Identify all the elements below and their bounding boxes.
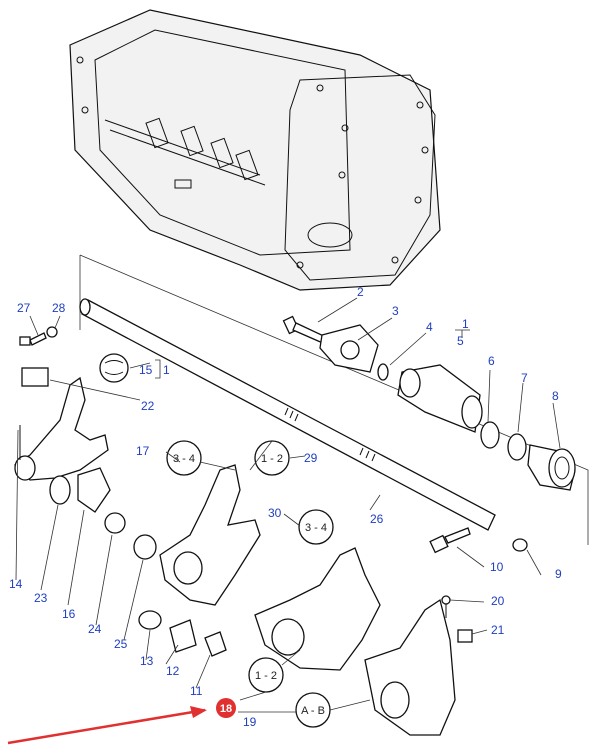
plate-22 [21, 367, 49, 387]
part-number: 16 [62, 607, 76, 621]
part-number: 10 [490, 560, 504, 574]
bracket-5 [455, 329, 470, 338]
part-number: 12 [166, 664, 180, 678]
bush-24 [104, 512, 126, 534]
part-number: 1 [163, 363, 170, 377]
washer-9 [512, 538, 528, 552]
part-number: 28 [52, 301, 66, 315]
highlighted-part-18: 18 [216, 698, 236, 718]
fork-14 [13, 376, 109, 481]
group-circle-3-4-top: 3 - 4 [166, 440, 202, 476]
part-number: 17 [136, 444, 150, 458]
plug-13 [138, 610, 162, 630]
piston-5 [397, 364, 483, 433]
highlight-label: 18 [220, 703, 232, 715]
part-number: 8 [552, 389, 559, 403]
shift-pattern-icon [99, 353, 129, 383]
group-circle-1-2-top: 1 - 2 [254, 440, 290, 476]
group-circle-3-4-mid: 3 - 4 [298, 509, 334, 545]
bracket-15 [155, 359, 161, 379]
part-number: 13 [140, 654, 154, 668]
part-number: 2 [357, 285, 364, 299]
part-number: 30 [268, 506, 282, 520]
ring-4 [377, 363, 389, 381]
part-number: 27 [17, 301, 31, 315]
group-circle-1-2-bottom: 1 - 2 [248, 657, 284, 693]
part-number: 1 [462, 317, 469, 331]
highlight-arrow [7, 706, 207, 745]
group-label: A - B [301, 705, 325, 717]
fork-19 [364, 598, 456, 736]
washer-28 [46, 326, 58, 338]
bolt-27 [19, 332, 47, 346]
part-number: 6 [488, 354, 495, 368]
bolt-10 [429, 527, 471, 554]
group-label: 1 - 2 [255, 670, 277, 682]
part-number: 21 [491, 623, 505, 637]
sleeve-25 [133, 534, 157, 560]
group-circle-a-b: A - B [295, 692, 331, 728]
selector-rail [79, 298, 496, 531]
oring-7 [507, 433, 527, 461]
transmission-housing [69, 9, 441, 291]
part-number: 20 [491, 594, 505, 608]
oring-6 [480, 421, 500, 449]
part-number: 4 [426, 320, 433, 334]
part-number: 19 [243, 715, 257, 729]
part-number: 7 [521, 371, 528, 385]
bracket-3 [319, 324, 379, 373]
part-number: 3 [392, 304, 399, 318]
spring-12 [169, 619, 197, 653]
fork-29 [159, 464, 261, 606]
lever-16 [77, 467, 111, 513]
part-number: 25 [114, 637, 128, 651]
group-label: 1 - 2 [261, 453, 283, 465]
part-number: 22 [141, 399, 155, 413]
ball-11 [204, 631, 227, 657]
exploded-frame [79, 254, 589, 545]
part-number: 29 [304, 451, 318, 465]
part-labels: 2 3 4 5 1 6 7 8 9 10 11 12 13 14 15 1 16… [9, 285, 562, 729]
part-number: 15 [139, 363, 153, 377]
clip-21 [457, 629, 473, 643]
pin-20 [441, 595, 451, 618]
group-label: 3 - 4 [305, 522, 327, 534]
group-label: 3 - 4 [173, 453, 195, 465]
leader-lines [15, 297, 561, 713]
fork-30 [254, 547, 381, 671]
cylinder-8 [527, 444, 576, 491]
part-number: 9 [555, 567, 562, 581]
part-number: 14 [9, 577, 23, 591]
washer-23 [49, 475, 71, 505]
part-number: 5 [457, 334, 464, 348]
part-number: 24 [88, 622, 102, 636]
part-number: 23 [34, 591, 48, 605]
part-number: 26 [370, 512, 384, 526]
part-number: 11 [190, 684, 203, 698]
